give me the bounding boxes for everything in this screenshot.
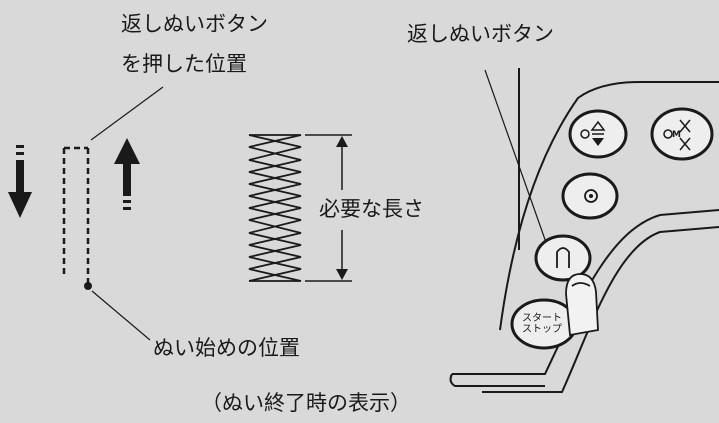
start-stop-label-line2: ストップ <box>522 324 562 335</box>
cutter-memory-mark: M <box>672 130 681 140</box>
reverse-button-label: 返しぬいボタン <box>407 22 554 46</box>
presser-foot-icon <box>584 189 598 203</box>
thread-cutter-button[interactable] <box>650 107 714 161</box>
reverse-button-position-label-line1: 返しぬいボタン <box>121 12 268 36</box>
indicator-lamp-icon-2 <box>663 129 673 139</box>
top-label-leader-line <box>90 86 164 141</box>
needle-up-down-button[interactable] <box>568 109 628 159</box>
caption: （ぬい終了時の表示） <box>201 391 411 415</box>
reverse-stitch-path <box>62 146 90 285</box>
start-stop-label: スタート ストップ <box>522 313 562 335</box>
reverse-button-position-label-line2: を押した位置 <box>121 52 247 76</box>
reverse-button-pointer-line <box>484 69 549 249</box>
reverse-stitch-icon <box>556 247 570 268</box>
finger-icon <box>565 273 599 337</box>
scissors-icon <box>679 119 691 151</box>
required-length-label: 必要な長さ <box>316 199 427 220</box>
bottom-label-leader-line <box>91 290 151 341</box>
down-arrow-icon <box>8 145 32 218</box>
zigzag-stitch-pattern <box>248 134 302 282</box>
up-arrow-icon <box>114 138 140 210</box>
reverse-stitch-button[interactable] <box>534 234 592 282</box>
needle-up-down-icon <box>590 120 606 146</box>
start-position-dot <box>84 282 92 290</box>
indicator-lamp-icon <box>580 129 590 139</box>
presser-foot-button[interactable] <box>561 172 619 220</box>
length-dimension-bracket <box>305 134 352 282</box>
machine-panel-outline <box>449 68 719 393</box>
start-stop-label-line1: スタート <box>522 313 562 324</box>
sewing-start-position-label: ぬい始めの位置 <box>153 336 300 360</box>
